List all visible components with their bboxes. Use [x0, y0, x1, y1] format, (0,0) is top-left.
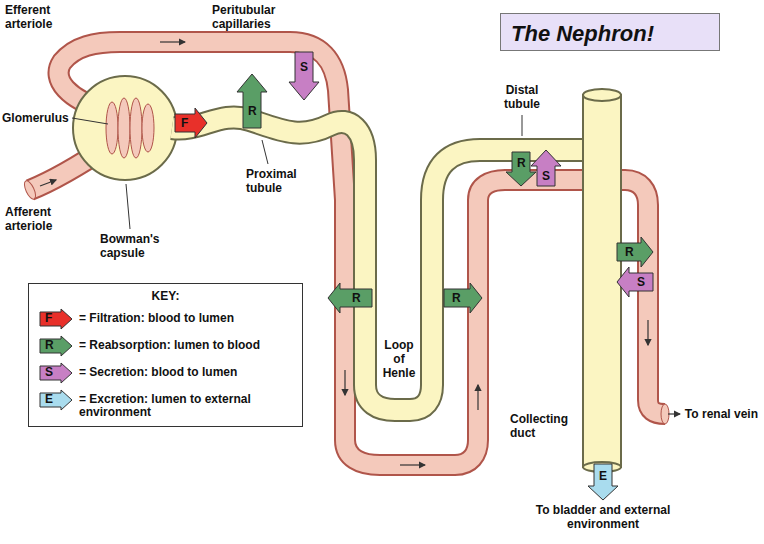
- part-label: Peritubular capillaries: [212, 3, 302, 31]
- part-label: Glomerulus: [2, 111, 69, 125]
- bowmans-capsule: [73, 76, 177, 180]
- collecting-duct: [583, 89, 621, 472]
- legend-swatch-shape: [40, 390, 72, 410]
- key-heading: KEY:: [29, 284, 302, 303]
- blood-vessels: [22, 42, 669, 465]
- process-letter: R: [45, 339, 54, 351]
- process-letter: S: [542, 170, 550, 182]
- process-letter: R: [452, 292, 461, 304]
- part-label: Loop of Henle: [378, 338, 420, 380]
- part-label: Distal tubule: [495, 83, 549, 111]
- title-box: The Nephron!: [500, 13, 720, 51]
- part-label: Efferent arteriole: [5, 3, 67, 31]
- legend-swatch-shape: [40, 309, 72, 329]
- key-box: KEY: = Filtration: blood to lumen = Reabso…: [28, 283, 303, 427]
- part-label: Proximal tubule: [246, 167, 310, 195]
- process-letter: R: [248, 105, 257, 117]
- legend-text: = Excretion: lumen to external environme…: [79, 393, 297, 419]
- legend-swatch: [39, 362, 73, 384]
- legend-text: = Secretion: blood to lumen: [79, 366, 297, 379]
- title: The Nephron!: [511, 21, 654, 47]
- legend-text: = Reabsorption: lumen to blood: [79, 339, 297, 352]
- legend-swatch-shape: [40, 363, 72, 383]
- part-label: To bladder and external environment: [513, 503, 693, 531]
- part-label: To renal vein: [685, 407, 758, 421]
- process-letter: F: [45, 312, 52, 324]
- part-label: Afferent arteriole: [5, 205, 67, 233]
- legend-swatch-shape: [40, 336, 72, 356]
- process-letter: S: [637, 276, 645, 288]
- legend-swatch: [39, 389, 73, 411]
- legend-text: = Filtration: blood to lumen: [79, 312, 297, 325]
- process-arrows: [175, 52, 653, 500]
- process-letter: R: [352, 292, 361, 304]
- process-letter: S: [45, 366, 53, 378]
- process-letter: S: [300, 61, 308, 73]
- process-letter: F: [181, 117, 188, 129]
- process-letter: R: [625, 246, 634, 258]
- part-label: Collecting duct: [510, 412, 578, 440]
- process-letter: E: [599, 470, 607, 482]
- legend-swatch: [39, 308, 73, 330]
- leader-lines: [72, 115, 522, 229]
- process-letter: E: [45, 393, 53, 405]
- part-label: Bowman's capsule: [100, 232, 172, 260]
- process-letter: R: [517, 157, 526, 169]
- flow-arrows: [40, 42, 680, 465]
- legend-swatch: [39, 335, 73, 357]
